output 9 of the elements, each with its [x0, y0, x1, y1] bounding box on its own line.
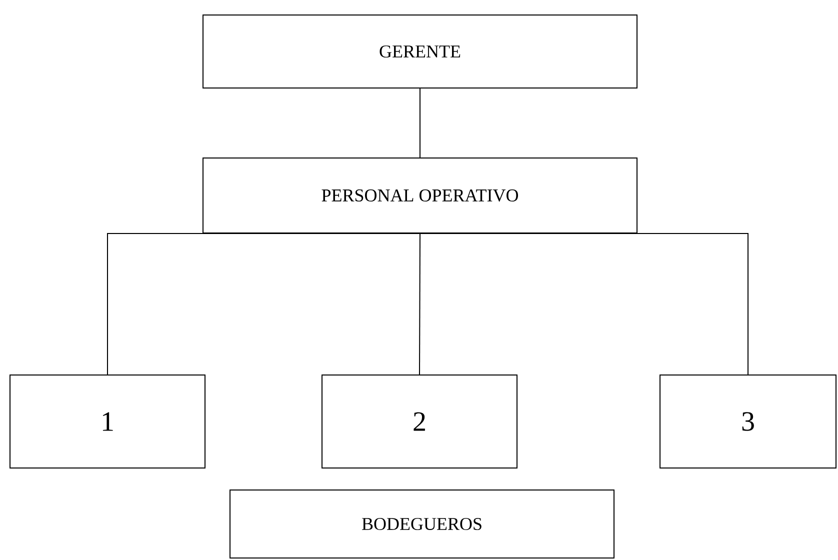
connector-line	[420, 233, 748, 375]
org-box: GERENTE	[202, 14, 638, 88]
connector-line	[419, 233, 420, 375]
org-box: PERSONAL OPERATIVO	[202, 158, 638, 234]
org-box: 3	[660, 374, 836, 468]
org-box: BODEGUEROS	[230, 490, 614, 558]
connector-line	[107, 233, 420, 375]
org-box: 2	[322, 374, 518, 468]
org-box: 1	[10, 374, 206, 468]
